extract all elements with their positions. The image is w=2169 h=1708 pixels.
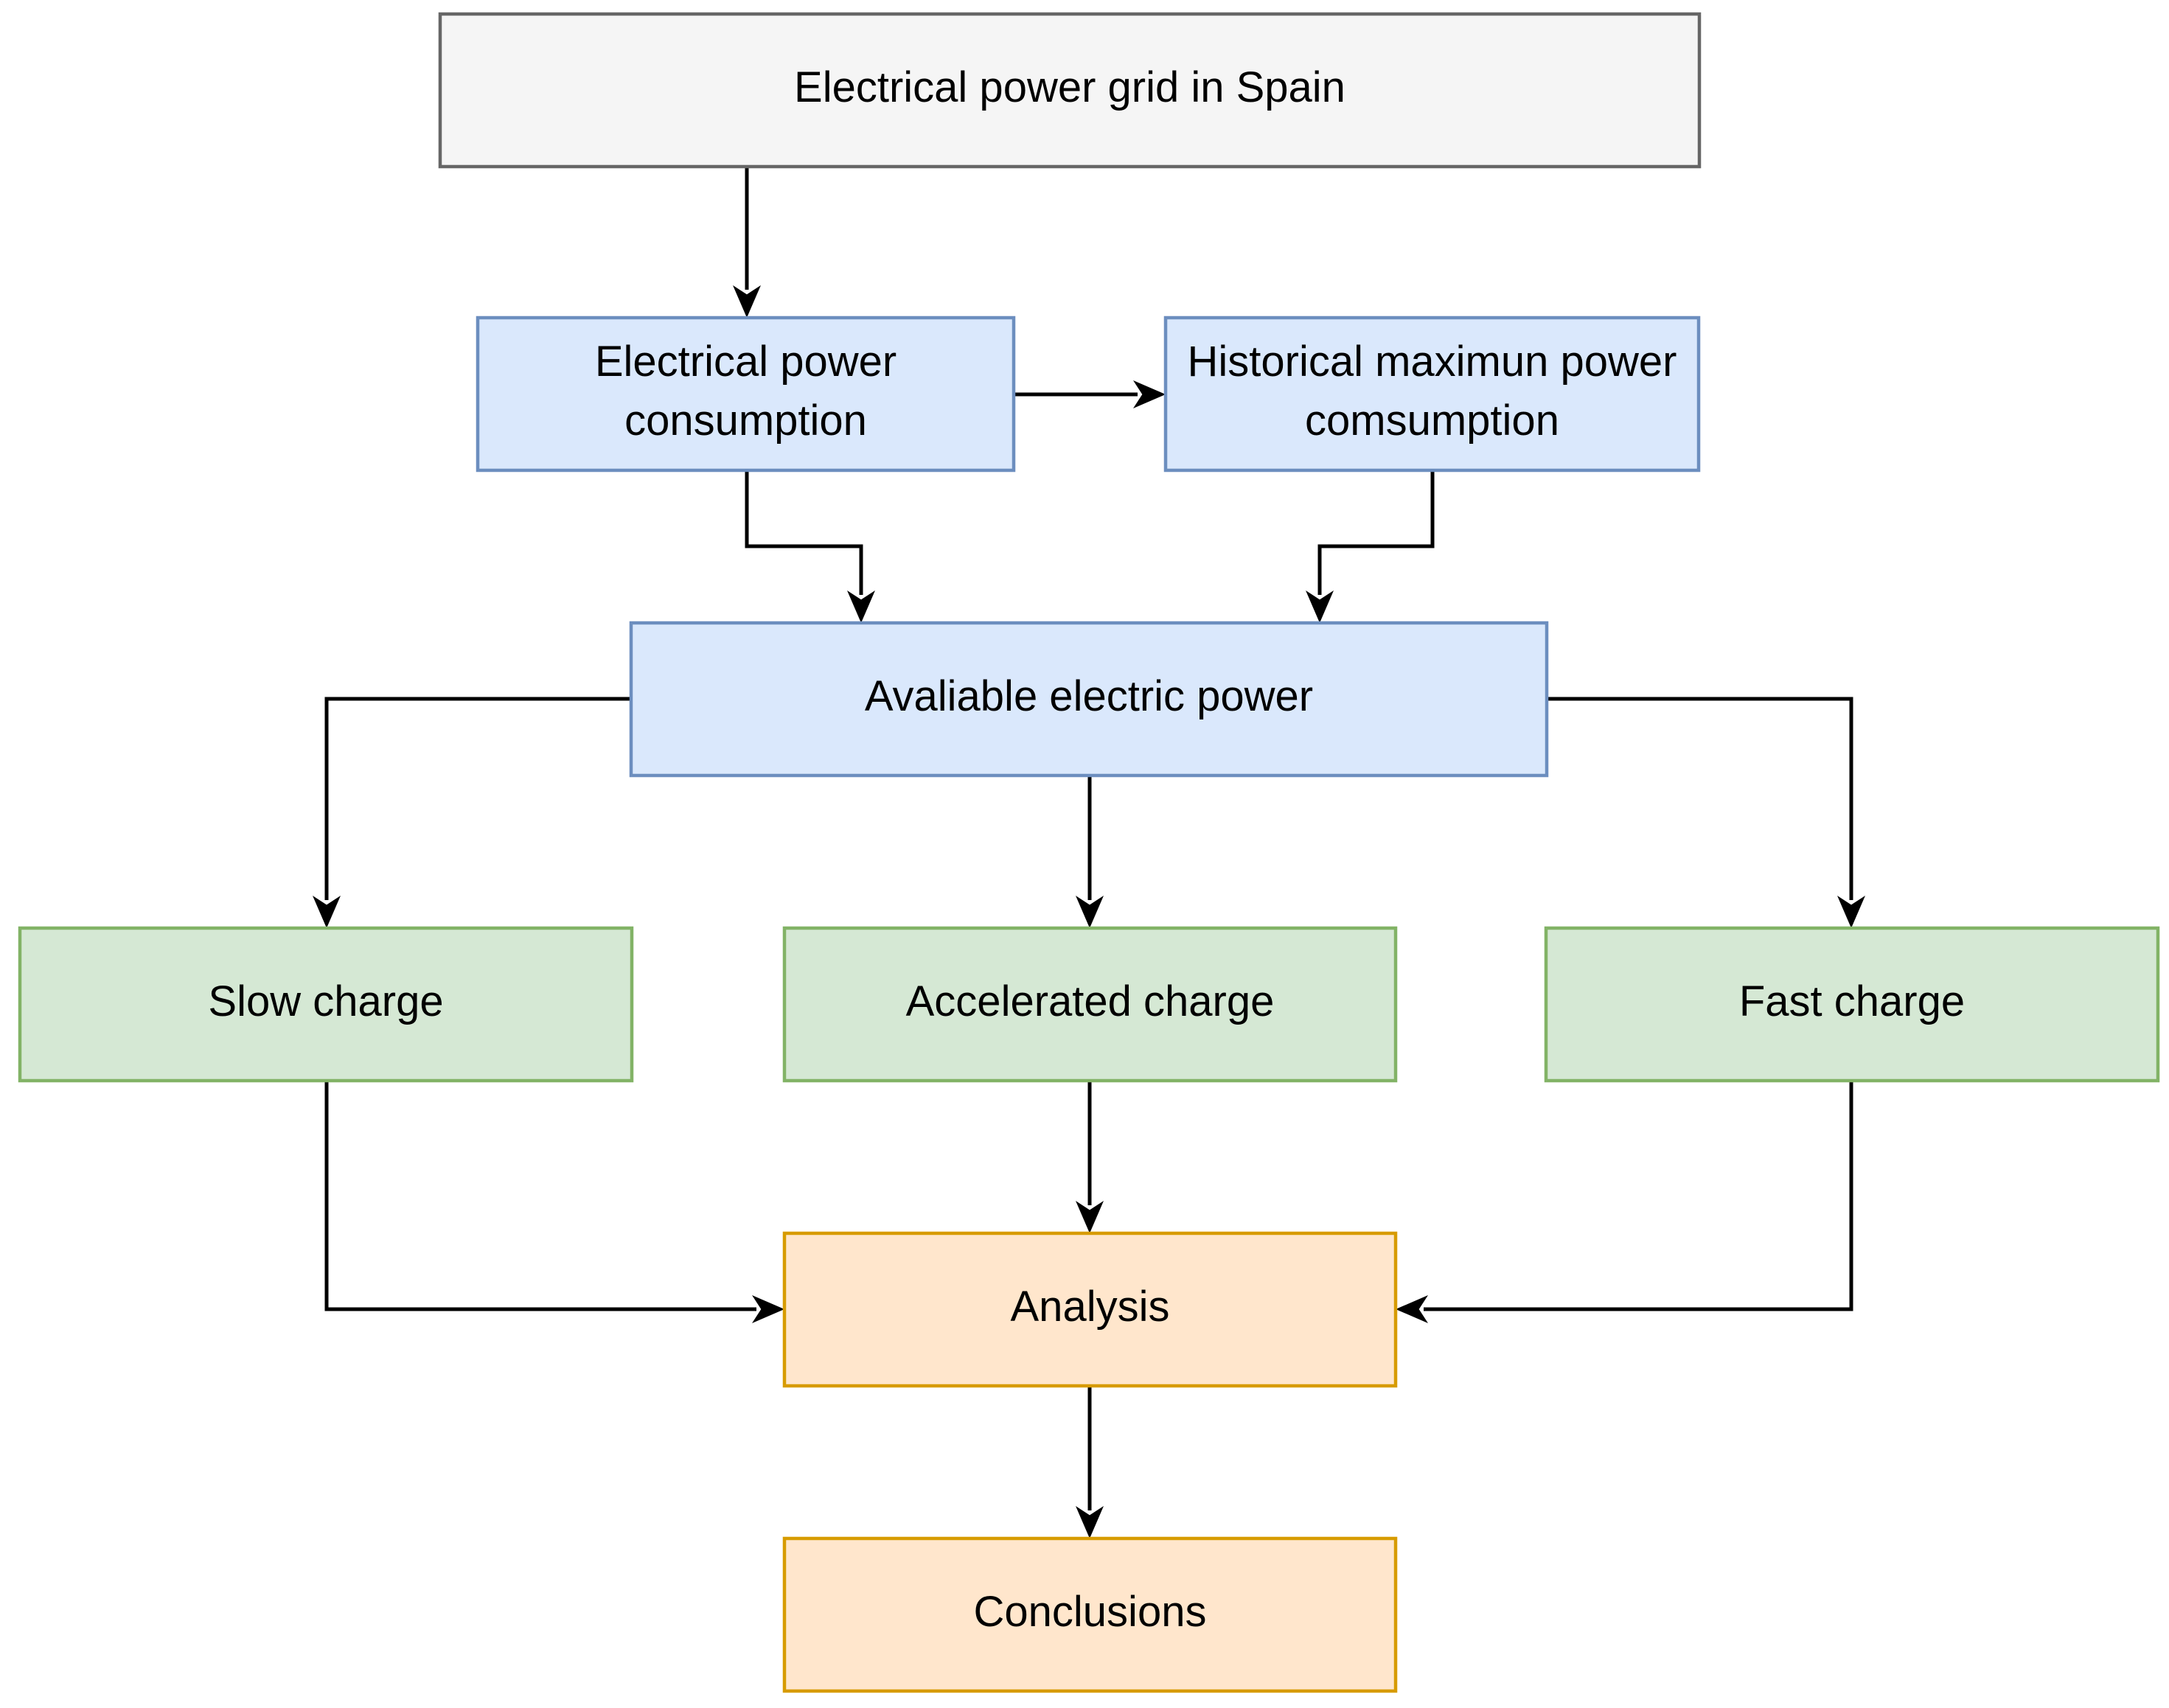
arrow-historical-to-available-line: [1317, 470, 1435, 595]
arrow-historical-to-available-head: [1306, 590, 1334, 623]
arrow-consumption-to-available: [745, 470, 875, 623]
node-consumption-label-line-2: consumption: [624, 397, 867, 445]
arrow-slow-to-analysis-head: [752, 1295, 784, 1323]
node-available-box: [629, 621, 1549, 778]
node-fast-box: [1544, 926, 2160, 1083]
node-conclusions: Conclusions: [782, 1536, 1398, 1693]
arrow-accelerated-to-analysis-head: [1076, 1201, 1104, 1233]
arrow-grid-to-consumption-head: [733, 285, 761, 318]
node-grid-label-line-1: Electrical power grid in Spain: [794, 63, 1345, 111]
node-accelerated: Accelerated charge: [782, 926, 1398, 1083]
node-grid: Electrical power grid in Spain: [438, 12, 1702, 169]
node-fast: Fast charge: [1544, 926, 2160, 1083]
arrow-available-to-slow-line: [324, 697, 631, 900]
node-analysis: Analysis: [782, 1231, 1398, 1388]
node-historical-label-line-1: Historical maximun power: [1188, 338, 1677, 386]
arrow-analysis-to-conclusions: [1076, 1386, 1104, 1538]
node-consumption: Electrical power consumption: [476, 316, 1016, 473]
node-historical-label-line-2: comsumption: [1305, 397, 1559, 445]
node-slow: Slow charge: [18, 926, 634, 1083]
node-consumption-label-line-1: Electrical power: [595, 338, 897, 386]
node-available: Avaliable electric power: [629, 621, 1549, 778]
arrow-consumption-to-available-line: [745, 470, 863, 595]
node-analysis-label-line-1: Analysis: [1011, 1283, 1170, 1331]
arrow-fast-to-analysis: [1396, 1081, 1853, 1323]
arrow-historical-to-available: [1306, 470, 1435, 623]
arrow-fast-to-analysis-line: [1424, 1081, 1853, 1311]
arrow-grid-to-consumption: [733, 167, 761, 318]
node-fast-label-line-1: Fast charge: [1739, 977, 1965, 1025]
nodes-layer: Electrical power grid in SpainElectrical…: [18, 12, 2160, 1693]
arrow-slow-to-analysis-line: [324, 1081, 756, 1311]
node-analysis-box: [782, 1231, 1398, 1388]
node-historical: Historical maximun power comsumption: [1163, 316, 1701, 473]
node-historical-box: [1163, 316, 1701, 473]
arrow-fast-to-analysis-head: [1396, 1295, 1428, 1323]
arrow-slow-to-analysis: [324, 1081, 784, 1323]
arrow-available-to-fast: [1547, 697, 1865, 928]
arrow-available-to-slow-head: [313, 896, 341, 928]
arrow-available-to-fast-head: [1837, 896, 1865, 928]
node-slow-label-line-1: Slow charge: [208, 977, 443, 1025]
arrow-available-to-fast-line: [1547, 697, 1853, 900]
arrow-analysis-to-conclusions-head: [1076, 1506, 1104, 1538]
arrow-consumption-to-historical: [1014, 380, 1166, 408]
node-consumption-box: [476, 316, 1016, 473]
arrow-consumption-to-historical-head: [1133, 380, 1166, 408]
node-available-label-line-1: Avaliable electric power: [865, 672, 1313, 720]
node-conclusions-box: [782, 1536, 1398, 1693]
arrow-available-to-accelerated-head: [1076, 896, 1104, 928]
node-slow-box: [18, 926, 634, 1083]
node-grid-box: [438, 12, 1702, 169]
node-accelerated-label-line-1: Accelerated charge: [906, 977, 1275, 1025]
edges-layer: [313, 167, 1865, 1538]
node-conclusions-label-line-1: Conclusions: [974, 1588, 1207, 1636]
arrow-available-to-slow: [313, 697, 631, 928]
arrow-consumption-to-available-head: [847, 590, 875, 623]
arrow-accelerated-to-analysis: [1076, 1081, 1104, 1233]
node-accelerated-box: [782, 926, 1398, 1083]
arrow-available-to-accelerated: [1076, 775, 1104, 928]
